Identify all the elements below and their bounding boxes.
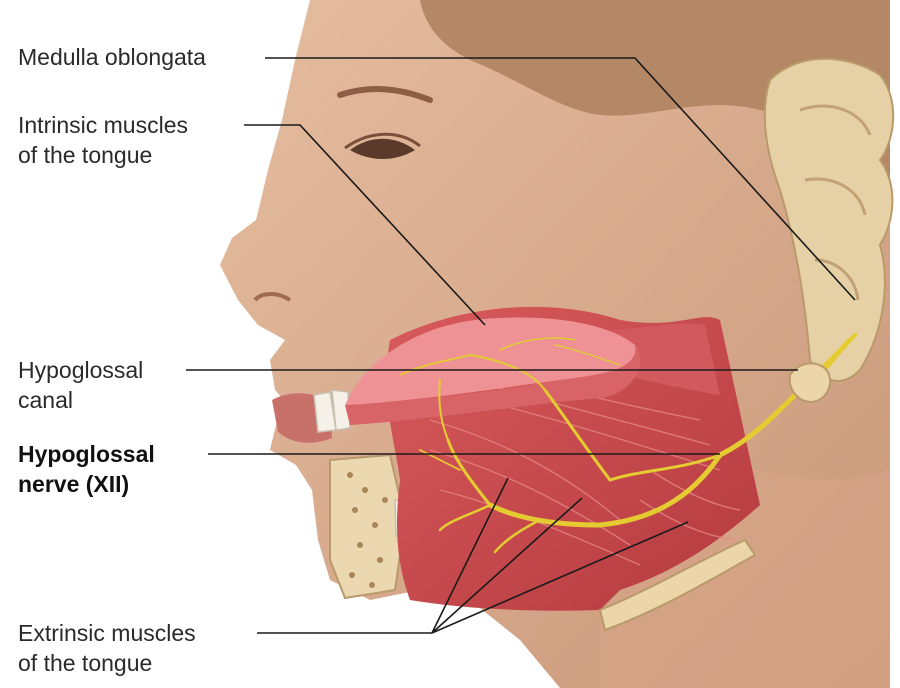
label-hypoglossal-canal: Hypoglossal canal bbox=[18, 355, 143, 415]
label-canal-line2: canal bbox=[18, 385, 143, 415]
hypoglossal-canal-bone bbox=[790, 363, 830, 402]
label-intrinsic-muscles: Intrinsic muscles of the tongue bbox=[18, 110, 188, 170]
label-intrinsic-line1: Intrinsic muscles bbox=[18, 110, 188, 140]
label-medulla-oblongata: Medulla oblongata bbox=[18, 42, 206, 72]
label-intrinsic-line2: of the tongue bbox=[18, 140, 188, 170]
label-canal-line1: Hypoglossal bbox=[18, 355, 143, 385]
mandible-bone bbox=[330, 455, 405, 598]
label-hypoglossal-nerve: Hypoglossal nerve (XII) bbox=[18, 439, 155, 499]
label-medulla-text: Medulla oblongata bbox=[18, 42, 206, 72]
label-extrinsic-line1: Extrinsic muscles bbox=[18, 618, 196, 648]
label-extrinsic-muscles: Extrinsic muscles of the tongue bbox=[18, 618, 196, 678]
label-nerve-line2: nerve (XII) bbox=[18, 469, 155, 499]
label-nerve-line1: Hypoglossal bbox=[18, 439, 155, 469]
label-extrinsic-line2: of the tongue bbox=[18, 648, 196, 678]
